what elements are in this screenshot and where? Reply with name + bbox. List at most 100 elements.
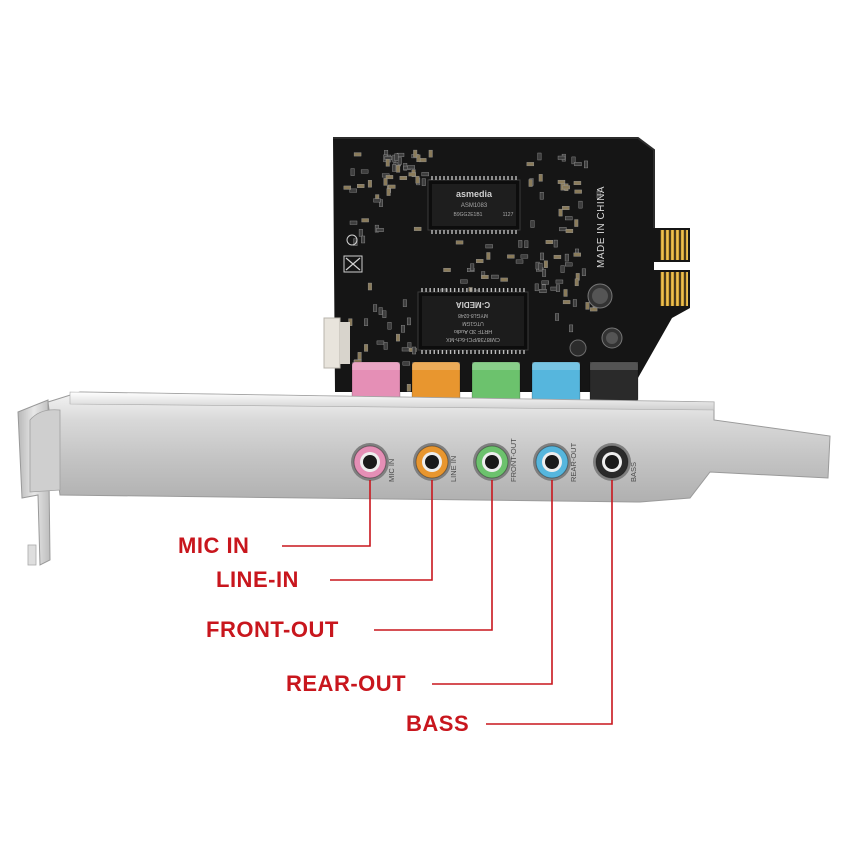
smd-part [555,313,560,321]
smd-part [545,240,554,244]
smd-part [413,149,418,158]
smd-part [507,254,515,259]
bass-jack-body [589,361,639,403]
chip-pin [483,230,485,234]
smd-part [402,361,411,366]
chip-pin [455,230,457,234]
chip-pin [441,288,444,292]
chip-pin [470,288,472,292]
chip-pin [494,288,497,292]
smd-part [562,206,570,210]
chip-pin [483,176,485,180]
smd-part [573,252,581,257]
chip-pin [515,176,517,180]
smd-part [413,226,422,231]
chip-pin [502,350,505,354]
smd-part [557,155,566,160]
chip-pin [443,176,445,180]
chip-pin [447,176,449,180]
smd-part [397,157,402,165]
front-out-jack-body [471,361,521,403]
rear-out-jack: REAR-OUT [533,442,578,482]
smd-part [571,156,576,165]
chip-pin [519,350,521,354]
chip-pin [495,230,497,234]
asmedia-chip: asmedia ASM1083 B9GG2E1B1 1127 [427,179,521,231]
smd-part [572,299,577,307]
smd-part [419,158,427,163]
chip-pin [482,288,484,292]
chip-pin [429,288,431,292]
chip-pin [502,288,505,292]
smd-part [386,188,391,196]
chip-pin [421,288,423,292]
chip-pin [479,230,481,234]
chip-pin [486,288,488,292]
rear-out-callout: REAR-OUT [286,671,407,696]
smd-part [412,346,417,355]
chip-pin [471,176,473,180]
chip-pin [503,230,505,234]
smd-part [596,190,601,199]
smd-part [585,302,590,310]
chip-pin [523,350,525,354]
smd-part [530,220,535,228]
chip-pin [421,350,423,354]
smd-part [460,279,468,284]
chip-pin [462,350,464,354]
smd-part [421,178,426,186]
smd-part [443,267,451,272]
smd-part [500,277,508,282]
smd-part [376,340,385,345]
chip-pin [437,288,440,292]
smd-part [357,352,362,360]
callout-leader-lines [282,480,613,725]
smd-part [383,178,388,186]
chip-pin [466,288,468,292]
chip-pin [445,350,448,354]
chip-pin [437,350,440,354]
chip-pin [507,230,509,234]
smd-part [402,299,407,307]
chip-pin [471,230,473,234]
smd-part [569,324,574,333]
smd-part [558,208,563,217]
smd-part [553,254,562,259]
chip-pin [474,350,476,354]
smd-part [367,282,372,291]
cmedia-chip: CMI8738/PCI-6ch-MX HRTF 3D Audio UTG1GM … [417,291,529,351]
chip-line2-text: B9GG2E1B1 [454,212,483,218]
front-out-print-label: FRONT-OUT [509,438,518,482]
bass-print-label: BASS [629,462,638,482]
smd-part [520,254,529,259]
smd-part [408,172,416,177]
chip-pin [439,230,441,234]
smd-part [524,240,529,248]
chip-pin [447,230,449,234]
chip-pin [429,350,431,354]
smd-part [349,188,357,193]
smd-part [343,185,352,190]
mic-in-jack: MIC IN [351,443,396,482]
smd-part [416,154,421,163]
smd-part [526,162,535,167]
smd-part [486,252,491,260]
chip-pin [443,230,445,234]
chip-pin [474,288,476,292]
smd-part [364,318,369,326]
smd-part [387,322,392,330]
smd-part [574,278,579,287]
smd-part [367,180,372,188]
smd-part [528,179,533,187]
bass-callout: BASS [406,711,470,736]
smd-part [406,384,411,392]
chip-pin [470,350,472,354]
cmedia-chip-pins [421,288,525,354]
chip-brand-text: asmedia [456,189,493,199]
smd-part [349,220,358,225]
front-out-leader [374,480,493,631]
chip-pin [466,350,468,354]
smd-part [574,219,579,227]
smd-part [357,184,365,188]
